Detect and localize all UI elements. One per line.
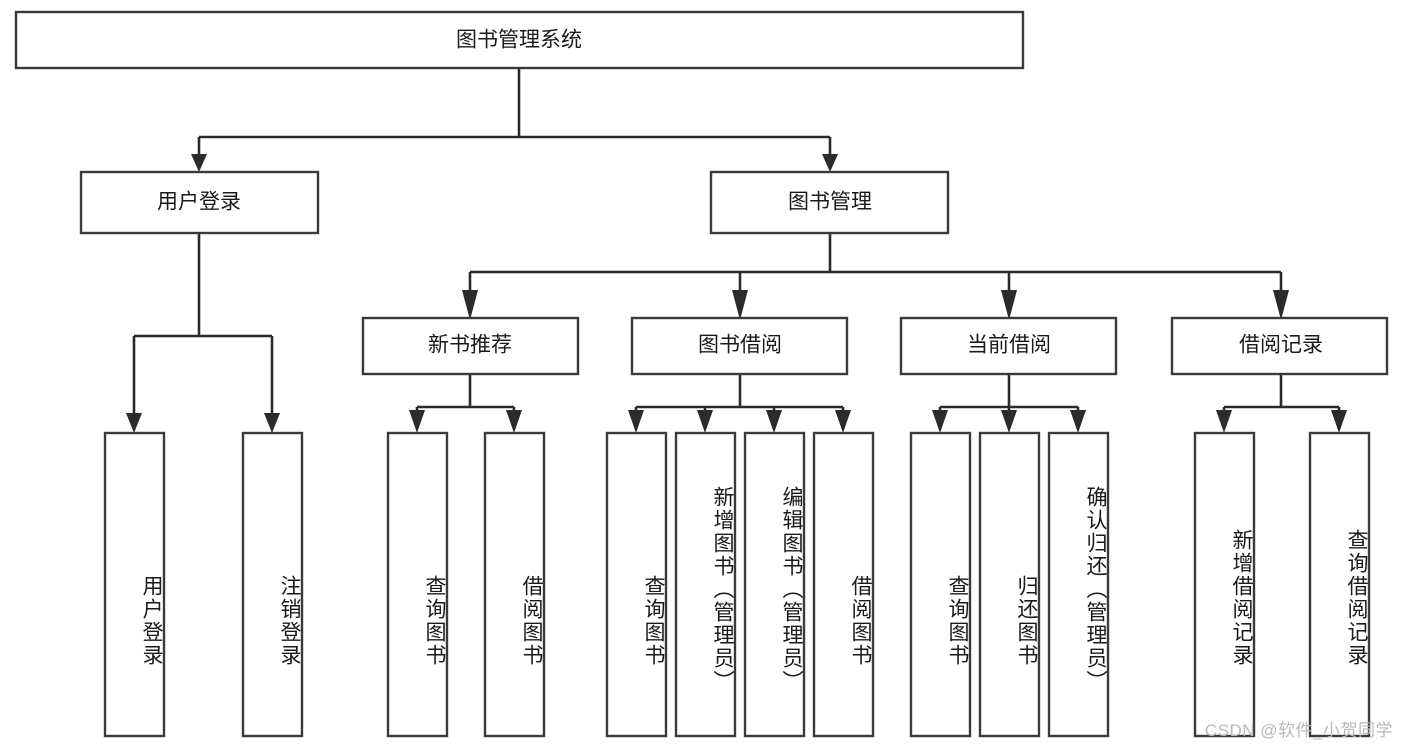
node-leaf-query-book-3-box[interactable] xyxy=(909,431,972,738)
node-root-box[interactable] xyxy=(14,10,1025,70)
node-user-login-box[interactable] xyxy=(79,170,320,235)
arrow-head-leaf-return-book xyxy=(1001,410,1017,433)
node-leaf-user-login-box[interactable] xyxy=(103,431,166,738)
node-leaf-query-book-1-box[interactable] xyxy=(386,431,449,738)
node-leaf-borrow-book-2-box[interactable] xyxy=(812,431,875,738)
arrow-head-leaf-add-record xyxy=(1216,410,1232,433)
arrow-head-new-book-recommend xyxy=(462,290,478,320)
node-root-label: 图书管理系统 xyxy=(456,29,582,52)
connector-layer xyxy=(126,68,1347,433)
arrow-head-leaf-add-book xyxy=(697,410,713,433)
arrow-head-leaf-query-book-1 xyxy=(409,410,425,433)
arrow-head-borrow-record xyxy=(1273,290,1289,320)
arrow-head-user-login xyxy=(191,154,207,172)
arrow-head-book-manage xyxy=(822,154,838,172)
node-user-login-label: 用户登录 xyxy=(157,191,241,214)
node-leaf-add-record-box[interactable] xyxy=(1193,431,1256,738)
node-borrow-record-label: 借阅记录 xyxy=(1239,334,1323,357)
node-current-borrow-box[interactable] xyxy=(899,316,1118,376)
node-new-book-recommend-label: 新书推荐 xyxy=(428,334,512,357)
arrow-head-leaf-user-login xyxy=(126,413,142,433)
arrow-head-leaf-logout-login xyxy=(264,413,280,433)
arrow-head-leaf-borrow-book-1 xyxy=(506,410,522,433)
node-layer: 图书管理系统 用户登录 图书管理 新书推荐 图书借阅 当前借阅 借阅记录 xyxy=(14,10,1389,738)
node-book-borrow-box[interactable] xyxy=(630,316,849,376)
node-leaf-logout-login-box[interactable] xyxy=(241,431,304,738)
arrow-head-leaf-confirm-return xyxy=(1070,410,1086,433)
node-borrow-record-box[interactable] xyxy=(1170,316,1389,376)
node-new-book-recommend-box[interactable] xyxy=(361,316,580,376)
node-leaf-borrow-book-1-box[interactable] xyxy=(483,431,546,738)
node-leaf-query-record-box[interactable] xyxy=(1308,431,1371,738)
arrow-head-leaf-query-record xyxy=(1331,410,1347,433)
node-book-manage-box[interactable] xyxy=(709,170,950,235)
node-leaf-add-book-box[interactable] xyxy=(674,431,737,738)
arrow-head-leaf-query-book-3 xyxy=(932,410,948,433)
arrow-head-current-borrow xyxy=(1001,290,1017,320)
arrow-head-book-borrow xyxy=(732,290,748,320)
node-leaf-edit-book-box[interactable] xyxy=(743,431,806,738)
node-book-borrow-label: 图书借阅 xyxy=(698,334,782,357)
arrow-head-leaf-query-book-2 xyxy=(628,410,644,433)
watermark-text: CSDN @软件_小贺同学 xyxy=(1204,721,1393,740)
node-book-manage-label: 图书管理 xyxy=(788,191,872,214)
arrow-head-leaf-borrow-book-2 xyxy=(835,410,851,433)
node-leaf-query-book-2-box[interactable] xyxy=(605,431,668,738)
node-leaf-confirm-return-box[interactable] xyxy=(1047,431,1110,738)
node-leaf-return-book-box[interactable] xyxy=(978,431,1041,738)
arrow-head-leaf-edit-book xyxy=(766,410,782,433)
node-current-borrow-label: 当前借阅 xyxy=(967,334,1051,357)
